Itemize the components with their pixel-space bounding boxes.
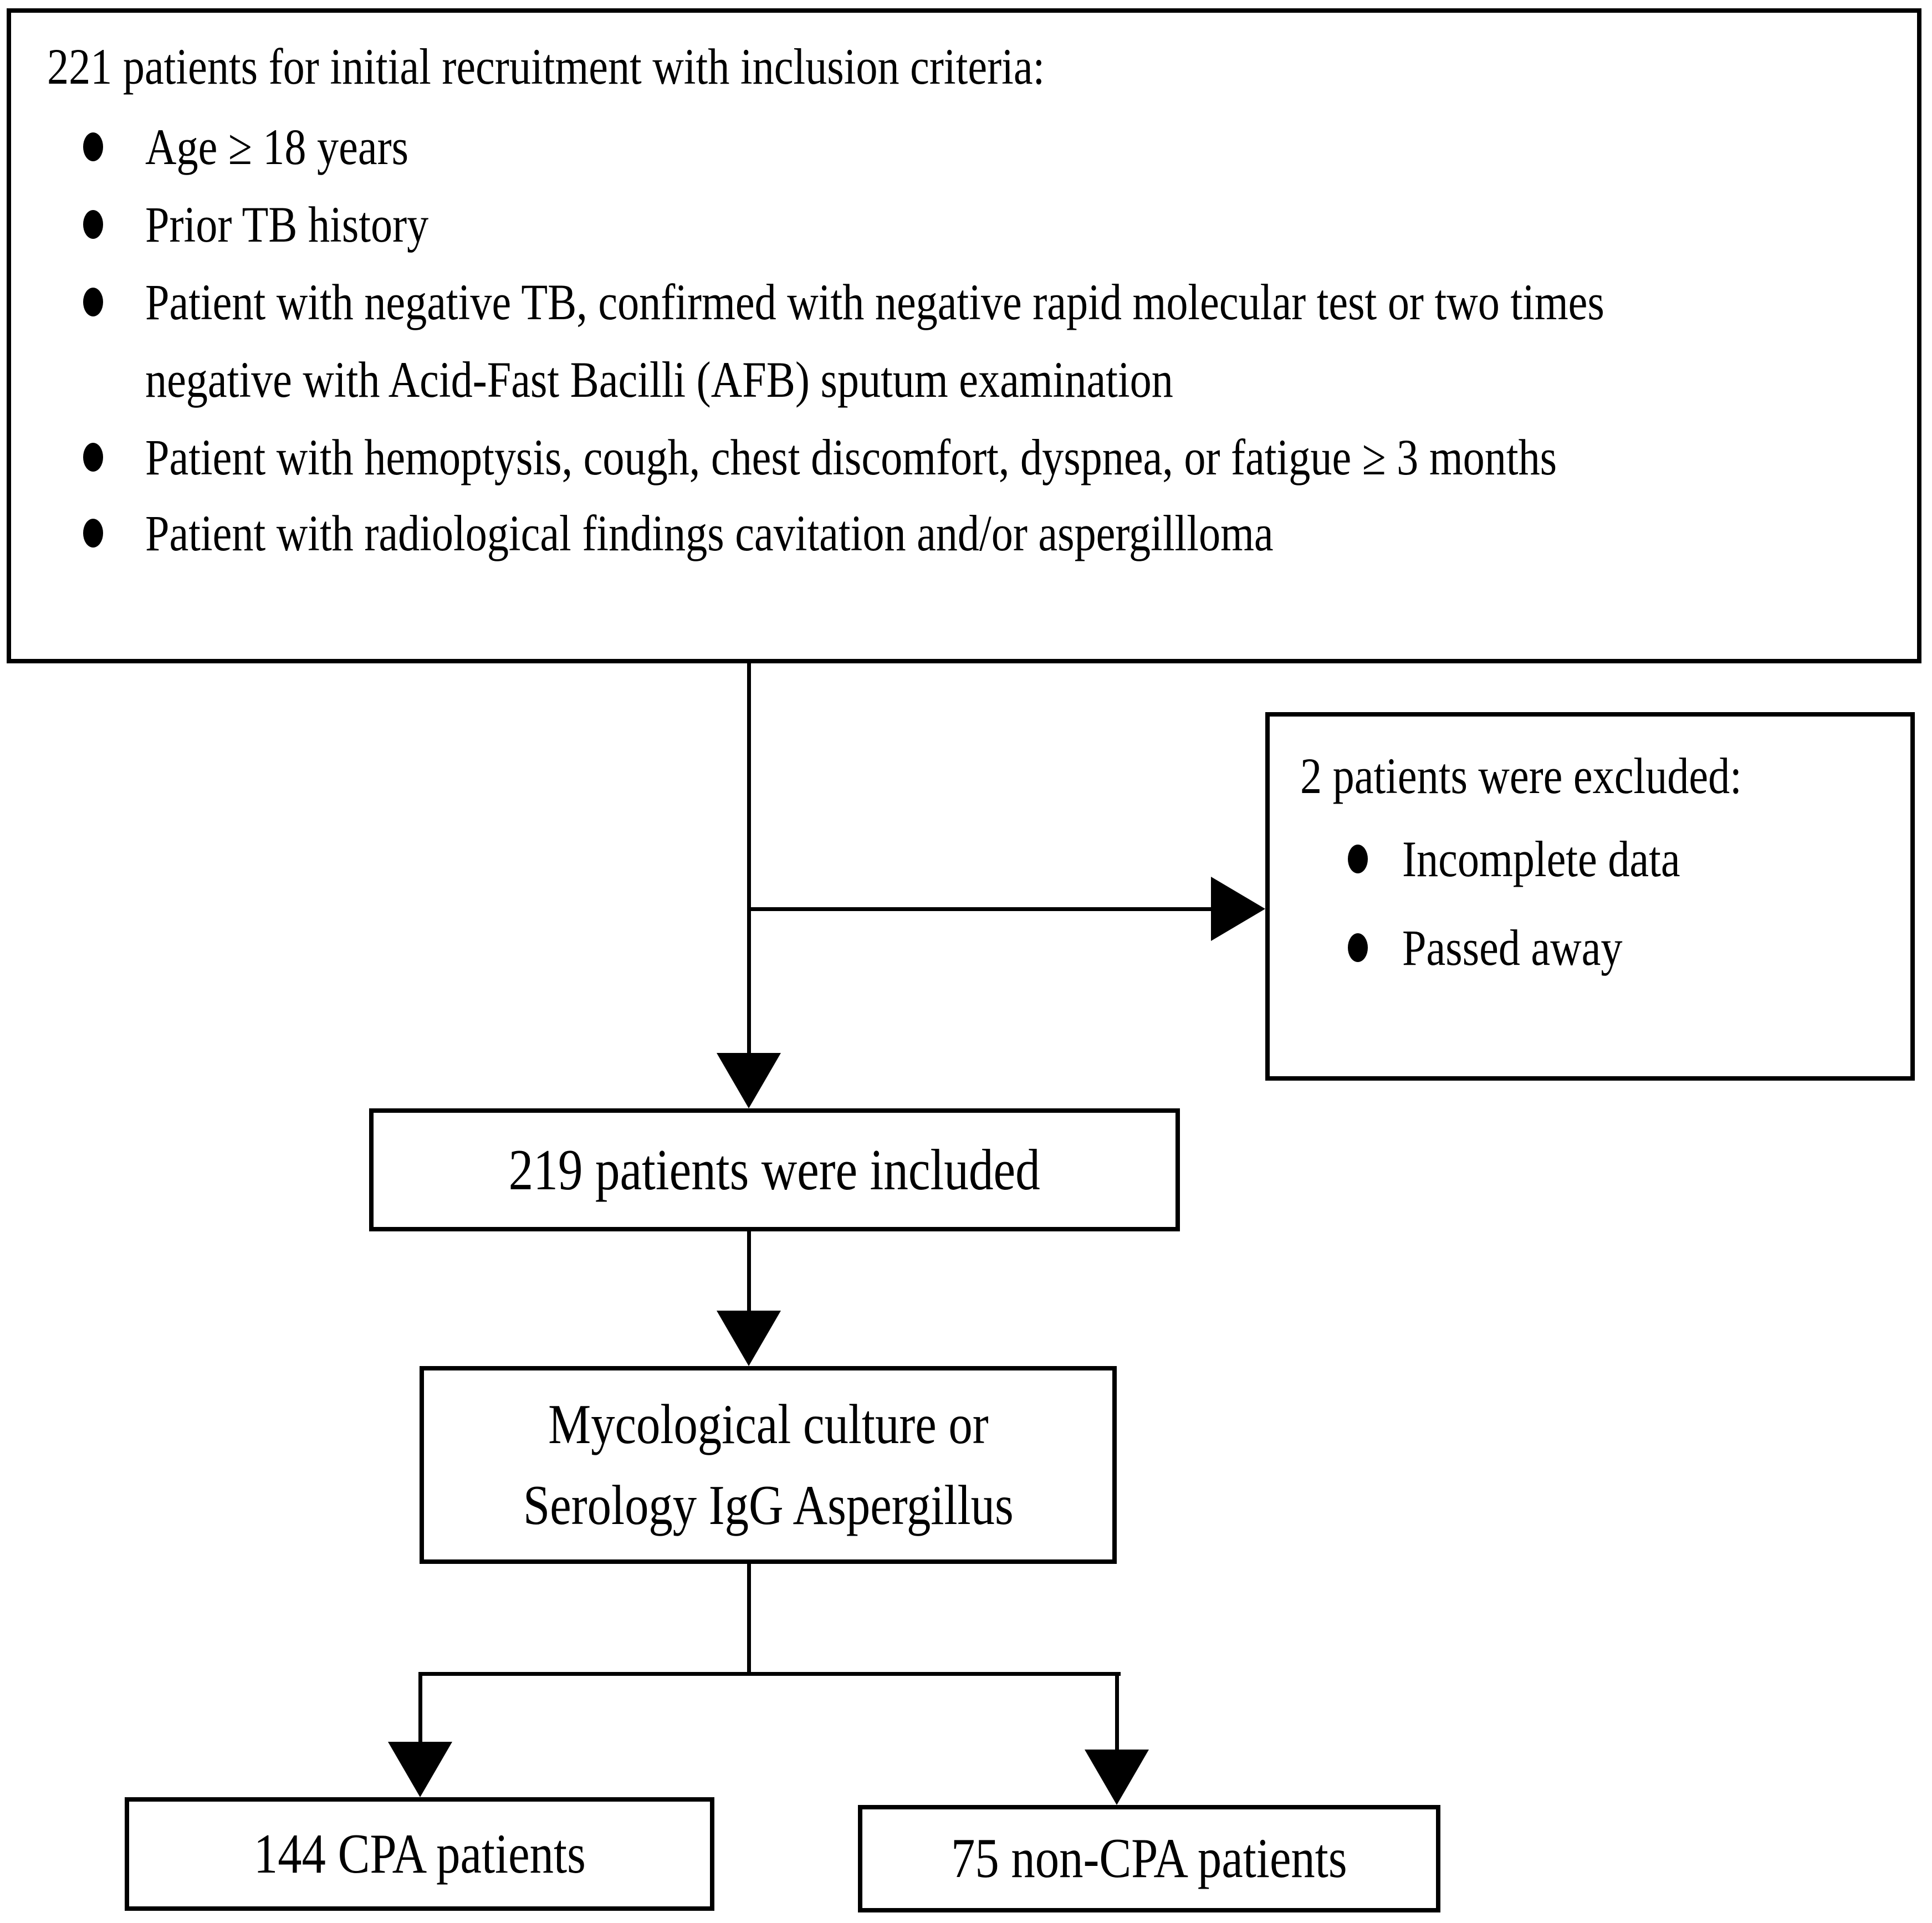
mycology-serology-box: Mycological culture or Serology IgG Aspe… [420, 1366, 1117, 1564]
bullet-text: negative with Acid-Fast Bacilli (AFB) sp… [145, 351, 1173, 408]
inclusion-criteria-box: 221 patients for initial recruitment wit… [7, 8, 1921, 663]
included-patients-box: 219 patients were included [369, 1108, 1180, 1231]
inclusion-bullet-negative-tb-line2: negative with Acid-Fast Bacilli (AFB) sp… [145, 349, 1355, 411]
mycology-serology-line2: Serology IgG Aspergillus [523, 1474, 1014, 1537]
connector-stem-top [747, 663, 751, 1055]
arrowhead-down-icon [1085, 1750, 1149, 1805]
exclusion-bullet-passed-away: Passed away [1402, 917, 1662, 979]
bullet-dot-icon [83, 132, 103, 161]
bullet-dot-icon [83, 519, 103, 548]
inclusion-bullet-tb-history: Prior TB history [145, 193, 478, 255]
non-cpa-patients-label: 75 non-CPA patients [951, 1827, 1347, 1890]
bullet-text: Passed away [1402, 919, 1623, 976]
connector-drop-right [1115, 1672, 1119, 1750]
bullet-dot-icon [83, 443, 103, 472]
connector-stem-included-to-test [747, 1231, 751, 1312]
connector-drop-left [418, 1672, 422, 1744]
bullet-dot-icon [1348, 933, 1368, 962]
mycology-serology-line1: Mycological culture or [548, 1393, 989, 1456]
arrowhead-right-icon [1211, 877, 1265, 941]
connector-split-bar [418, 1672, 1121, 1676]
bullet-text: Prior TB history [145, 196, 429, 253]
bullet-text: Age ≥ 18 years [145, 119, 409, 175]
cpa-patients-box: 144 CPA patients [125, 1797, 714, 1911]
bullet-text: Incomplete data [1402, 831, 1680, 887]
exclusion-box: 2 patients were excluded: Incomplete dat… [1265, 712, 1915, 1081]
cpa-patients-label: 144 CPA patients [253, 1822, 586, 1885]
exclusion-bullet-incomplete-data: Incomplete data [1402, 828, 1729, 890]
bullet-dot-icon [83, 210, 103, 239]
arrowhead-down-icon [717, 1311, 781, 1366]
inclusion-title-text: 221 patients for initial recruitment wit… [47, 38, 1045, 95]
inclusion-title: 221 patients for initial recruitment wit… [47, 35, 1221, 98]
non-cpa-patients-box: 75 non-CPA patients [858, 1805, 1440, 1912]
arrowhead-down-icon [388, 1742, 452, 1797]
bullet-text: Patient with hemoptysis, cough, chest di… [145, 429, 1557, 485]
inclusion-bullet-negative-tb-line1: Patient with negative TB, confirmed with… [145, 271, 1862, 333]
connector-stem-test-to-split [747, 1564, 751, 1674]
exclusion-title-text: 2 patients were excluded: [1300, 748, 1742, 804]
inclusion-bullet-radiological: Patient with radiological findings cavit… [145, 502, 1473, 564]
bullet-dot-icon [1348, 845, 1368, 873]
included-patients-label: 219 patients were included [508, 1137, 1041, 1202]
inclusion-bullet-symptoms: Patient with hemoptysis, cough, chest di… [145, 426, 1806, 488]
connector-branch-exclusion [747, 907, 1214, 911]
arrowhead-down-icon [717, 1053, 781, 1108]
bullet-text: Patient with negative TB, confirmed with… [145, 274, 1604, 330]
bullet-dot-icon [83, 288, 103, 316]
inclusion-bullet-age: Age ≥ 18 years [145, 116, 455, 178]
bullet-text: Patient with radiological findings cavit… [145, 505, 1274, 561]
exclusion-title: 2 patients were excluded: [1300, 745, 1820, 807]
